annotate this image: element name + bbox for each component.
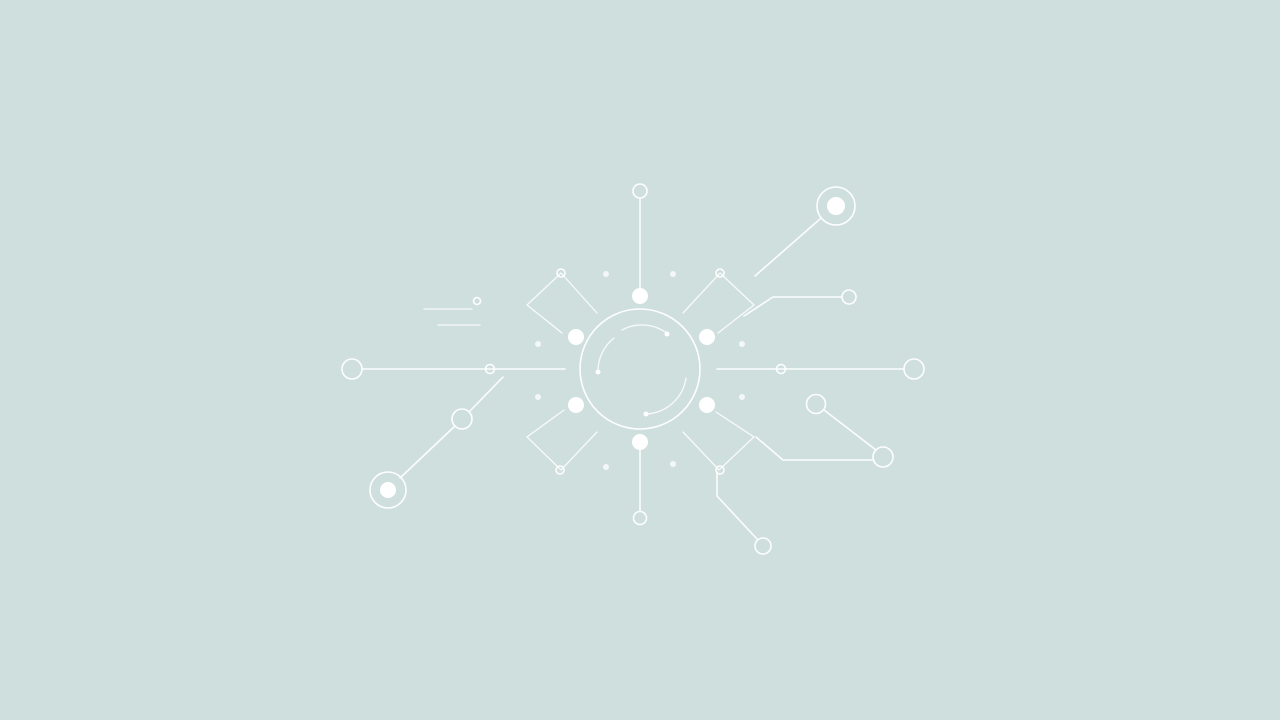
dot-mark	[603, 464, 609, 470]
cycle-arrow-right	[645, 377, 687, 415]
dash-node	[472, 296, 482, 306]
hub-node-upper-left	[568, 329, 584, 345]
spoke-bottom-node	[632, 510, 648, 526]
branch-lower-right	[716, 393, 894, 555]
branch-segment	[399, 425, 456, 479]
floating-dots	[535, 271, 745, 470]
branch-upper-right	[743, 186, 857, 317]
hub-ring	[579, 308, 701, 430]
hub-node-lower-left	[568, 397, 584, 413]
bracket-node	[715, 465, 725, 475]
branch-segment	[754, 218, 821, 277]
branch-lower-left	[369, 376, 504, 509]
branch-segment	[823, 409, 877, 451]
dot-mark	[603, 271, 609, 277]
dot-mark	[670, 461, 676, 467]
cycle-arrow-head	[664, 331, 670, 337]
branch-elbow	[716, 471, 758, 540]
cycle-arrow-head	[643, 411, 649, 417]
dot-mark	[535, 394, 541, 400]
bracket-node	[555, 465, 565, 475]
dash-marks	[423, 296, 482, 326]
dot-mark	[535, 341, 541, 347]
hub-node-top	[632, 288, 648, 304]
dot-mark	[739, 341, 745, 347]
bracket-upper-left	[526, 272, 598, 334]
branch-node	[451, 408, 473, 430]
hub-node-lower-right	[699, 397, 715, 413]
horizontal-spokes	[341, 358, 925, 380]
central-hub-icon	[568, 288, 715, 450]
bracket-node	[556, 268, 566, 278]
cycle-arrow-top	[621, 324, 669, 335]
spoke-top-node	[632, 183, 648, 199]
bracket-upper-right	[682, 272, 755, 334]
target-node-core	[380, 482, 396, 498]
branch-elbow	[755, 436, 875, 461]
bracket-lower-right	[682, 411, 756, 471]
cycle-arrow-left	[597, 337, 615, 373]
branch-end-node	[841, 289, 857, 305]
spoke-right-joint	[775, 363, 787, 375]
cycle-arrow-head	[595, 369, 601, 375]
bracket-lower-left	[525, 409, 598, 471]
target-node-core	[827, 197, 845, 215]
branch-elbow	[743, 296, 843, 317]
spoke-right-node	[903, 358, 925, 380]
branch-end-node	[872, 446, 894, 468]
branch-end-node	[754, 537, 772, 555]
branch-segment	[469, 376, 504, 412]
dot-mark	[670, 271, 676, 277]
bracket-node	[715, 268, 725, 278]
target-node-lower-left	[369, 471, 407, 509]
target-node-upper-right	[816, 186, 856, 226]
vertical-spokes	[632, 183, 648, 526]
hub-node-bottom	[632, 434, 648, 450]
spoke-left-node	[341, 358, 363, 380]
bracket-marks	[525, 268, 756, 475]
spoke-left-joint	[484, 363, 496, 375]
hub-node-upper-right	[699, 329, 715, 345]
branch-node	[805, 393, 827, 415]
dot-mark	[739, 394, 745, 400]
